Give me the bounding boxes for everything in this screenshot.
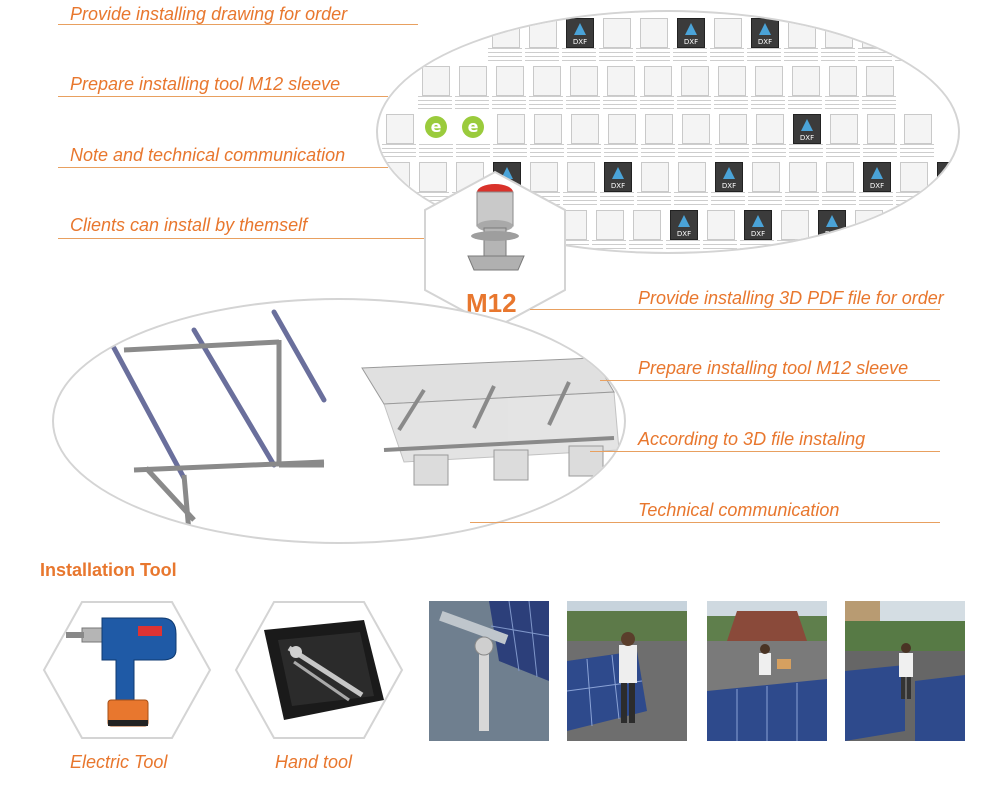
file-icon [603, 66, 637, 112]
file-icon [896, 162, 930, 208]
file-icon [925, 210, 958, 252]
file-icon [640, 66, 674, 112]
middle-underline-4 [470, 522, 940, 523]
middle-underline-1 [530, 309, 940, 310]
file-icon [529, 66, 563, 112]
file-icon [777, 210, 811, 252]
top-label-3: Note and technical communication [70, 145, 346, 165]
file-icon [567, 114, 601, 160]
drawing-file-grid: ee [378, 12, 958, 252]
hand-tool-hexagon [234, 601, 404, 739]
file-icon [599, 18, 633, 64]
impact-drill-icon [66, 617, 177, 727]
file-icon [382, 114, 416, 160]
file-icon [715, 114, 749, 160]
file-icon [933, 162, 958, 208]
m12-bolt-sleeve-icon [467, 184, 525, 271]
file-icon [900, 114, 934, 160]
file-icon [862, 66, 896, 112]
file-icon [711, 162, 745, 208]
file-icon [710, 18, 744, 64]
middle-label-2: Prepare installing tool M12 sleeve [638, 358, 909, 378]
file-icon: e [456, 114, 490, 160]
photo-rooftop-installer-1 [567, 601, 687, 741]
file-icon [789, 114, 823, 160]
middle-label-3: According to 3D file instaling [638, 429, 866, 449]
middle-underline-3 [590, 451, 940, 452]
file-icon [673, 18, 707, 64]
top-label-4: Clients can install by themself [70, 215, 308, 235]
file-icon [747, 18, 781, 64]
file-icon [822, 162, 856, 208]
file-icon [714, 66, 748, 112]
file-icon [788, 66, 822, 112]
file-icon [378, 162, 412, 208]
file-icon [563, 162, 597, 208]
file-icon [678, 114, 712, 160]
file-icon [604, 114, 638, 160]
top-underline-2 [58, 96, 388, 97]
drawing-files-oval: ee [376, 10, 960, 254]
file-icon [859, 162, 893, 208]
middle-label-1: Provide installing 3D PDF file for order [638, 288, 944, 308]
hand-tool-caption: Hand tool [275, 752, 353, 772]
file-icon [530, 114, 564, 160]
middle-underline-2 [600, 380, 940, 381]
file-icon [858, 18, 892, 64]
file-icon [825, 66, 859, 112]
file-icon [740, 210, 774, 252]
file-icon [592, 210, 626, 252]
electric-tool-hexagon [42, 601, 212, 739]
file-icon [674, 162, 708, 208]
file-icon [851, 210, 885, 252]
top-underline-4 [58, 238, 428, 239]
top-underline-1 [58, 24, 418, 25]
file-icon [492, 66, 526, 112]
photo-rooftop-installer-2 [707, 601, 827, 741]
file-icon [636, 18, 670, 64]
file-icon [784, 18, 818, 64]
file-icon [703, 210, 737, 252]
file-icon [751, 66, 785, 112]
file-icon [629, 210, 663, 252]
file-icon [826, 114, 860, 160]
file-icon [641, 114, 675, 160]
top-underline-3 [58, 167, 388, 168]
file-icon [418, 66, 452, 112]
file-icon [863, 114, 897, 160]
file-icon [666, 210, 700, 252]
file-icon [415, 162, 449, 208]
mounting-3d-oval [52, 298, 626, 544]
file-icon [814, 210, 848, 252]
middle-label-4: Technical communication [638, 500, 840, 520]
electric-tool-caption: Electric Tool [70, 752, 168, 772]
file-icon [488, 18, 522, 64]
file-icon [748, 162, 782, 208]
file-icon [525, 18, 559, 64]
installation-tool-title: Installation Tool [40, 560, 177, 580]
file-icon [752, 114, 786, 160]
file-icon [493, 114, 527, 160]
mounting-structure-render [111, 309, 620, 533]
file-icon [785, 162, 819, 208]
file-icon [895, 18, 929, 64]
file-icon [566, 66, 600, 112]
top-label-2: Prepare installing tool M12 sleeve [70, 74, 341, 94]
file-icon [637, 162, 671, 208]
file-icon [888, 210, 922, 252]
file-icon [600, 162, 634, 208]
photo-rooftop-installer-3 [845, 601, 965, 741]
file-icon [562, 18, 596, 64]
top-label-1: Provide installing drawing for order [70, 4, 348, 24]
file-icon [455, 66, 489, 112]
photo-rooftop-bolt-closeup [429, 601, 549, 741]
file-icon [677, 66, 711, 112]
file-icon [821, 18, 855, 64]
file-icon: e [419, 114, 453, 160]
m12-hexagon-badge [424, 170, 566, 330]
torque-wrench-case-icon [264, 620, 384, 720]
